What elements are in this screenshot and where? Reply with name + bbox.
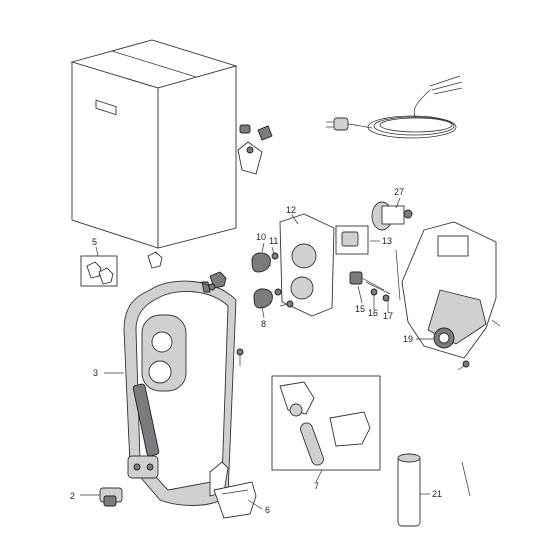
- power-cord: [326, 75, 463, 139]
- callout-5: 5: [92, 237, 97, 247]
- callout-15: 15: [355, 304, 365, 314]
- callout-12: 12: [286, 205, 296, 215]
- part-13-switch: [335, 225, 369, 255]
- callout-19: 19: [403, 334, 413, 344]
- part-2-connector: [99, 487, 123, 507]
- screws: [199, 281, 470, 371]
- callout-21: 21: [432, 489, 442, 499]
- callout-7: 7: [314, 481, 319, 491]
- callout-16: 16: [368, 308, 378, 318]
- callout-10: 10: [256, 232, 266, 242]
- hose-fitting: [237, 124, 273, 175]
- callout-11: 11: [269, 236, 278, 246]
- callout-3: 3: [93, 368, 98, 378]
- part-5-clips: [80, 251, 163, 287]
- part-6-holder: [213, 481, 257, 519]
- callout-6: 6: [265, 505, 270, 515]
- part-19-pump: [395, 221, 501, 359]
- part-15-16-17-valves: [349, 271, 391, 302]
- callout-8: 8: [261, 319, 266, 329]
- callout-2: 2: [70, 491, 75, 501]
- part-3-housing: [123, 271, 237, 506]
- part-21-filter: [397, 453, 471, 527]
- part-8-knob: [253, 288, 282, 309]
- callout-13: 13: [382, 236, 392, 246]
- leader-lines: [80, 197, 434, 510]
- part-12-bracket: [279, 213, 335, 317]
- callout-17: 17: [383, 311, 393, 321]
- part-27-motor: [371, 201, 413, 231]
- callout-27: 27: [394, 187, 404, 197]
- part-10-knob: [251, 252, 279, 273]
- packaging-box: [70, 39, 238, 249]
- callout-labels: 2 3 5 6 7 8 10 11 12 13 15 16 17 19 21 2…: [70, 187, 442, 515]
- part-7-kit: [271, 375, 381, 471]
